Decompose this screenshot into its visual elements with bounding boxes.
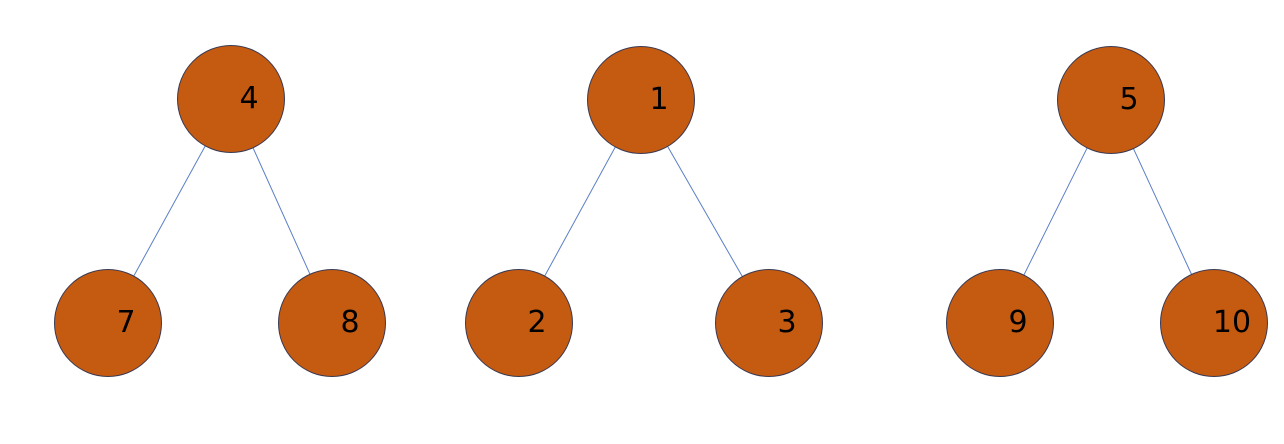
graph-node-7[interactable]	[54, 269, 162, 377]
graph-node-label-8: 8	[340, 305, 360, 340]
graph-node-2[interactable]	[465, 269, 573, 377]
graph-node-label-7: 7	[116, 305, 136, 340]
graph-node-4[interactable]	[177, 45, 285, 153]
graph-node-label-9: 9	[1008, 305, 1028, 340]
graph-node-5[interactable]	[1057, 46, 1165, 154]
graph-node-label-2: 2	[527, 305, 547, 340]
graph-node-label-3: 3	[777, 305, 797, 340]
graph-node-9[interactable]	[946, 269, 1054, 377]
graph-node-label-5: 5	[1119, 82, 1139, 117]
graph-node-3[interactable]	[715, 269, 823, 377]
graph-node-label-1: 1	[649, 82, 669, 117]
graph-node-8[interactable]	[278, 269, 386, 377]
graph-node-10[interactable]	[1160, 269, 1268, 377]
graph-node-label-10: 10	[1212, 305, 1252, 340]
graph-node-1[interactable]	[587, 46, 695, 154]
graph-node-label-4: 4	[239, 81, 259, 116]
